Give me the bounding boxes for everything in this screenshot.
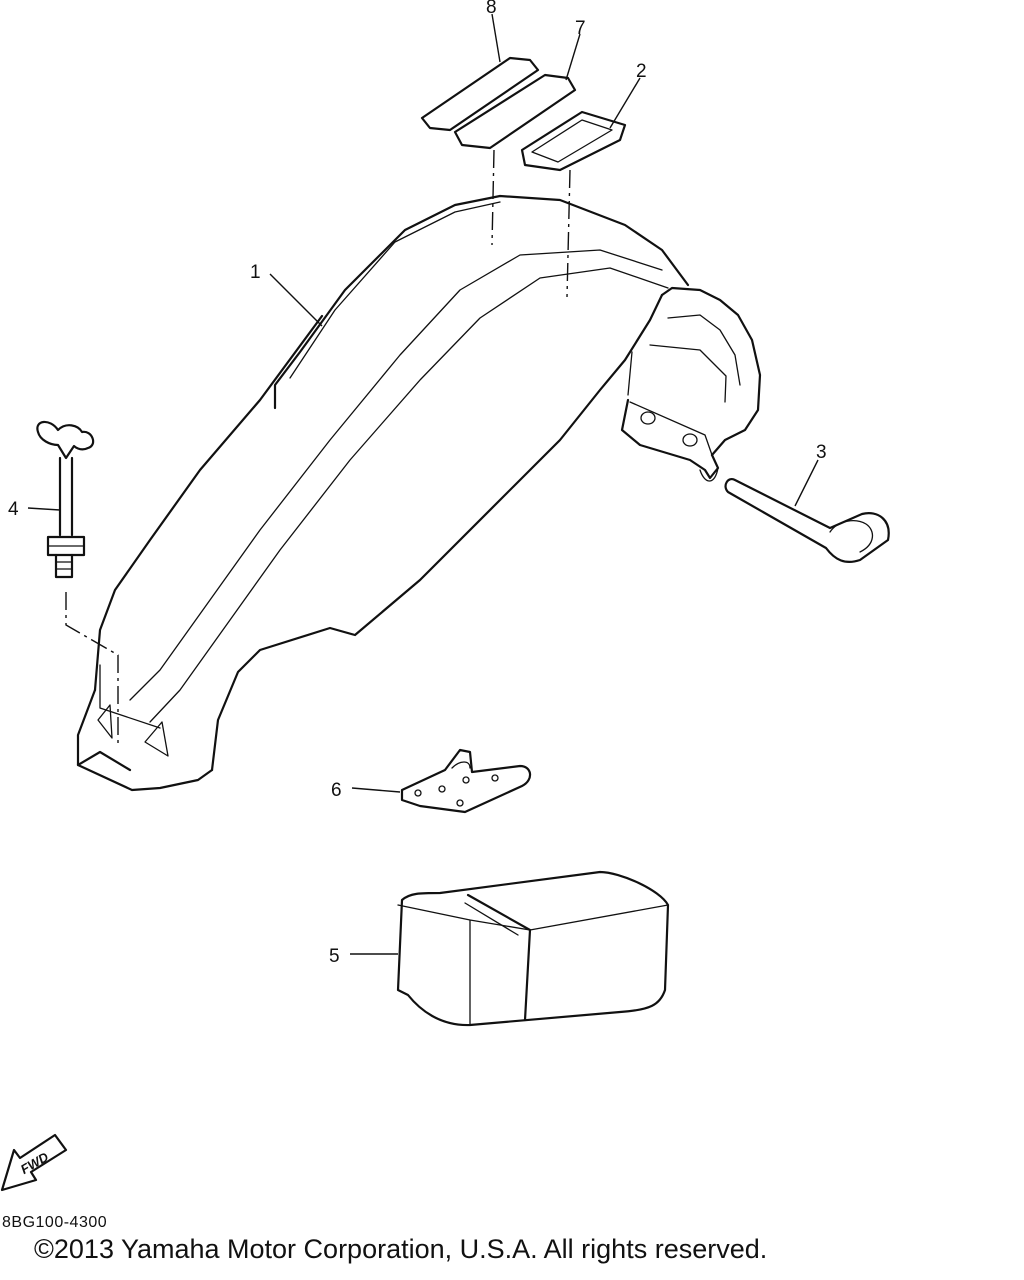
leader-lines <box>27 13 819 955</box>
fwd-arrow-icon: FWD <box>0 1133 68 1192</box>
callout-2: 2 <box>636 61 647 82</box>
part-code: 8BG100-4300 <box>2 1214 108 1231</box>
callout-6: 6 <box>331 780 342 801</box>
part-8-emblem <box>420 56 540 132</box>
part-6-bracket <box>400 748 532 814</box>
copyright-notice: ©2013 Yamaha Motor Corporation, U.S.A. A… <box>34 1234 768 1264</box>
callout-8: 8 <box>486 0 497 18</box>
callout-5: 5 <box>329 946 340 967</box>
part-7-emblem <box>453 73 577 150</box>
callout-4: 4 <box>8 499 19 520</box>
fwd-label: FWD <box>18 1149 52 1177</box>
part-4-thumb-screw <box>36 420 95 579</box>
part-3-rod <box>724 478 890 564</box>
callout-1: 1 <box>250 262 261 283</box>
part-5-box <box>396 870 670 1027</box>
part-1-fender <box>76 194 762 792</box>
assembly-lines <box>65 149 571 745</box>
callout-3: 3 <box>816 442 827 463</box>
part-2-decal <box>520 110 627 172</box>
callout-7: 7 <box>575 18 586 39</box>
